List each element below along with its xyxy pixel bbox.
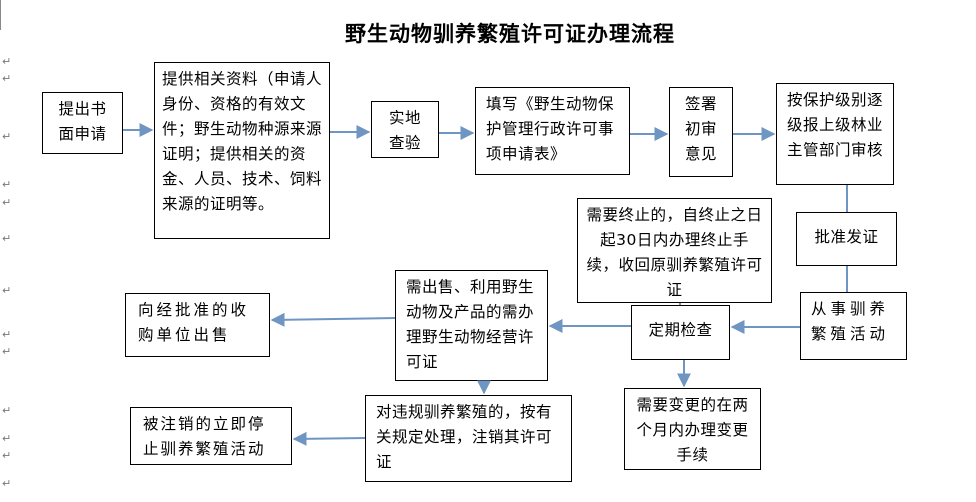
box-fill-form: 填写《野生动物保护管理行政许可事项申请表》	[475, 87, 630, 175]
box-sell-to-buyer: 向经批准的收购单位出售	[125, 293, 270, 357]
box-materials: 提供相关资料（申请人身份、资格的有效文件；野生动物种源来源证明；提供相关的资金、…	[154, 62, 330, 239]
box-site-inspection: 实地查验	[371, 101, 439, 158]
box-change: 需要变更的在两个月内办理变更手续	[624, 388, 761, 470]
box-report: 按保护级别逐级报上级林业主管部门审核	[776, 83, 894, 185]
box-apply: 提出书面申请	[42, 92, 123, 154]
box-cancelled: 被注销的立即停止驯养繁殖活动	[130, 407, 292, 465]
arrow-violation-to-cancelled	[292, 431, 366, 446]
page-title: 野生动物驯养繁殖许可证办理流程	[345, 22, 675, 46]
box-terminate: 需要终止的，自终止之日起30日内办理终止手续，收回原驯养繁殖许可证	[577, 198, 772, 303]
page-left-rule	[0, 0, 1, 30]
box-sign-review: 签署初审意见	[669, 87, 733, 177]
box-periodic-check: 定期检查	[631, 305, 730, 360]
box-approve: 批准发证	[796, 212, 897, 266]
box-breeding: 从事驯养繁殖活动	[800, 292, 907, 360]
box-sell-use: 需出售、利用野生动物及产品的需办理野生动物经营许可证	[395, 270, 548, 381]
box-violation: 对违规驯养繁殖的，按有关规定处理，注销其许可证	[365, 395, 572, 482]
arrow-sell-to-buyer	[270, 312, 396, 327]
